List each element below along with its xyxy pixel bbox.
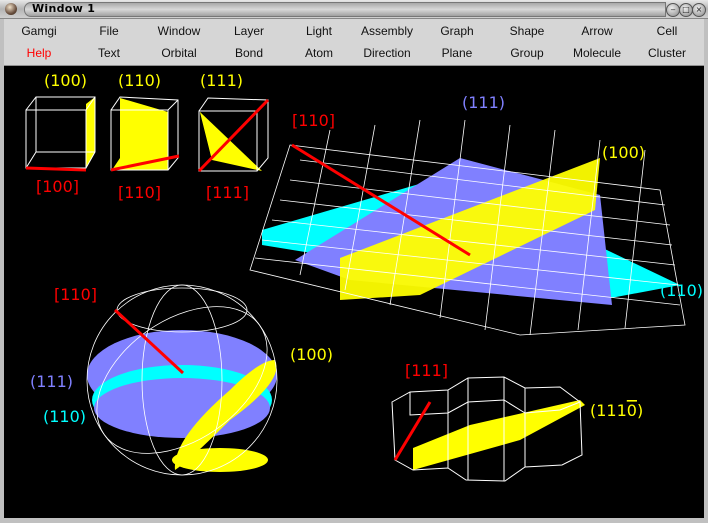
close-button[interactable]: × xyxy=(692,3,706,17)
sphere-direction-label: [110] xyxy=(54,285,97,304)
title-bar[interactable]: Window 1 ‒ □ × xyxy=(0,0,708,19)
menu-bar: Gamgi File Window Layer Light Assembly G… xyxy=(4,19,704,66)
sphere-label-110: (110) xyxy=(43,407,86,426)
lattice-label-111: (111) xyxy=(462,93,505,112)
menu-plane[interactable]: Plane xyxy=(441,46,473,60)
cube-plane-label-111: (111) xyxy=(200,71,243,90)
menu-cell[interactable]: Cell xyxy=(656,24,678,38)
menu-layer[interactable]: Layer xyxy=(233,24,265,38)
menu-orbital[interactable]: Orbital xyxy=(161,46,197,60)
menu-direction[interactable]: Direction xyxy=(363,46,411,60)
menu-text[interactable]: Text xyxy=(97,46,120,60)
window-title: Window 1 xyxy=(32,2,96,15)
window-border-left xyxy=(0,19,4,523)
lattice-block xyxy=(249,119,686,336)
lattice-label-100: (100) xyxy=(602,143,645,162)
title-pill xyxy=(24,2,666,17)
lattice-label-110: (110) xyxy=(660,281,703,300)
lattice-direction-label: [110] xyxy=(292,111,335,130)
window-border-bottom xyxy=(0,518,708,523)
cube-direction-label-100: [100] xyxy=(36,177,79,196)
menu-file[interactable]: File xyxy=(99,24,119,38)
cube-plane-label-110: (110) xyxy=(118,71,161,90)
menu-atom[interactable]: Atom xyxy=(304,46,333,60)
menu-graph[interactable]: Graph xyxy=(440,24,474,38)
menu-molecule[interactable]: Molecule xyxy=(572,46,622,60)
cube-100 xyxy=(25,96,96,172)
sphere-label-111: (111) xyxy=(30,372,73,391)
menu-help[interactable]: Help xyxy=(26,46,52,60)
window-menu-icon[interactable] xyxy=(5,3,17,15)
menu-gamgi[interactable]: Gamgi xyxy=(21,24,57,38)
sphere-model xyxy=(86,284,278,476)
cube-direction-label-110: [110] xyxy=(118,183,161,202)
menu-group[interactable]: Group xyxy=(510,46,544,60)
menu-window[interactable]: Window xyxy=(157,24,201,38)
sphere-label-100: (100) xyxy=(290,345,333,364)
menu-light[interactable]: Light xyxy=(305,24,333,38)
menu-arrow[interactable]: Arrow xyxy=(581,24,613,38)
hex-direction-label: [111] xyxy=(405,361,448,380)
menu-shape[interactable]: Shape xyxy=(509,24,545,38)
cube-111 xyxy=(197,97,270,173)
cube-plane-label-100: (100) xyxy=(44,71,87,90)
maximize-button[interactable]: □ xyxy=(679,3,693,17)
scene-svg: (100) [100] (110) [110] (111) xyxy=(25,71,703,482)
cube-direction-label-111: [111] xyxy=(206,183,249,202)
window-border-right xyxy=(704,19,708,523)
cube-110 xyxy=(110,96,180,172)
menu-assembly[interactable]: Assembly xyxy=(360,24,413,38)
menu-bond[interactable]: Bond xyxy=(234,46,264,60)
menu-cluster[interactable]: Cluster xyxy=(647,46,686,60)
hexagonal-cells xyxy=(391,376,585,482)
hex-plane-label: (1110) xyxy=(590,401,643,420)
graphics-canvas[interactable]: (100) [100] (110) [110] (111) xyxy=(4,66,704,518)
minimize-button[interactable]: ‒ xyxy=(666,3,680,17)
